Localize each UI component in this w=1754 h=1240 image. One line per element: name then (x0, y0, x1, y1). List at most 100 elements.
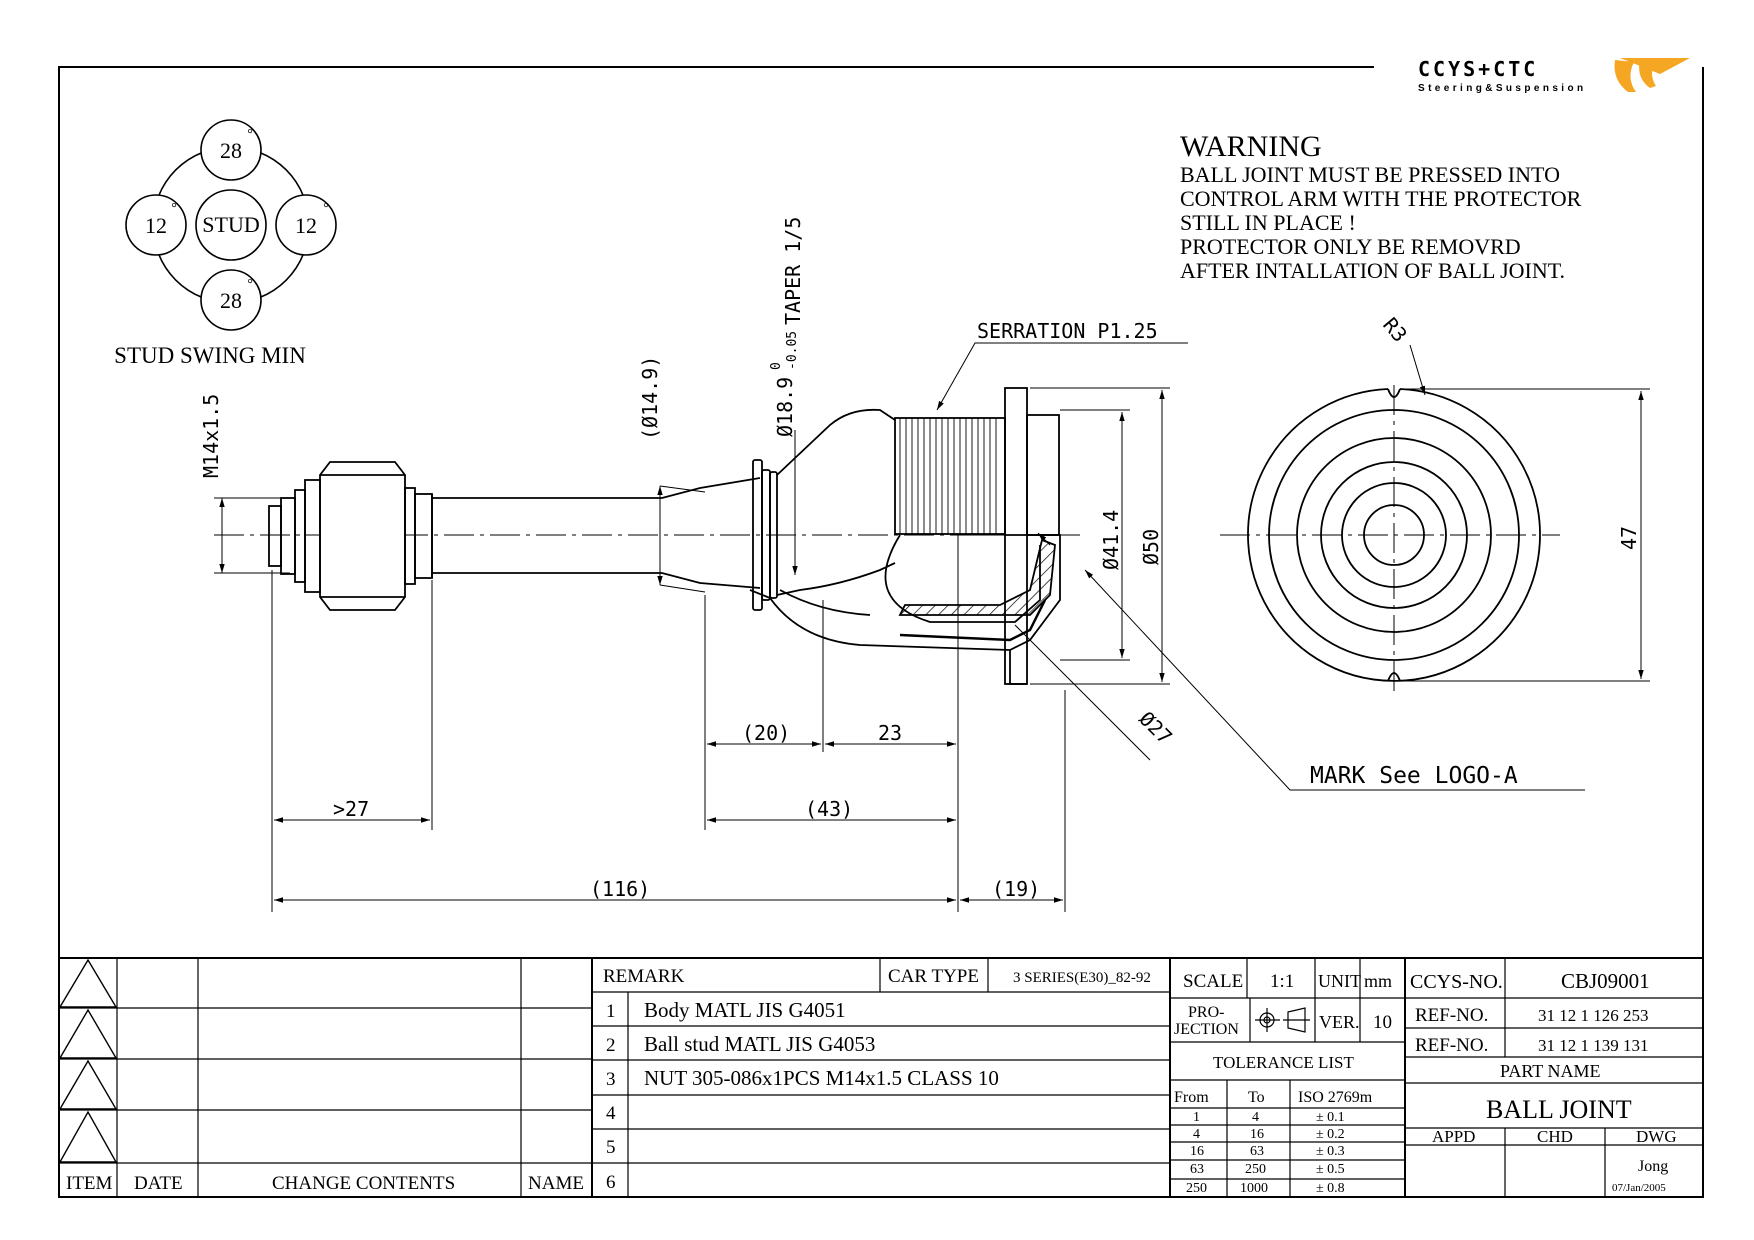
dim-47: 47 (1617, 526, 1641, 550)
swing-caption: STUD SWING MIN (114, 343, 306, 368)
warning-line-3: STILL IN PLACE ! (1180, 210, 1356, 235)
car-type-label: CAR TYPE (888, 966, 979, 987)
sheet-frame (58, 66, 1704, 1198)
rev-header-change: CHANGE CONTENTS (272, 1173, 455, 1194)
dim-116: (116) (590, 877, 650, 901)
remark-no-5: 5 (606, 1137, 616, 1158)
tol-header-iso: ISO 2769m (1298, 1089, 1373, 1106)
drawing-date: 07/Jan/2005 (1612, 1182, 1666, 1194)
dim-serration: SERRATION P1.25 (977, 319, 1158, 343)
dim-23: 23 (878, 721, 902, 745)
remark-label: REMARK (603, 966, 685, 987)
logo-mark-icon (1614, 58, 1690, 92)
rev-header-item: ITEM (66, 1173, 113, 1194)
title-block-text: ITEM DATE CHANGE CONTENTS NAME REMARK CA… (66, 966, 1677, 1196)
tol-from-5: 250 (1186, 1181, 1207, 1196)
dim-gt27: >27 (333, 797, 369, 821)
remark-no-4: 4 (606, 1103, 616, 1124)
part-name-label: PART NAME (1500, 1061, 1600, 1081)
tol-from-1: 1 (1193, 1110, 1200, 1125)
swing-left-angle: 12 (145, 213, 167, 238)
tol-to-4: 250 (1245, 1162, 1266, 1177)
swing-center-label: STUD (202, 212, 259, 237)
stud-swing-diagram (125, 119, 337, 331)
ccys-no-label: CCYS-NO. (1410, 971, 1503, 993)
tol-to-2: 16 (1250, 1127, 1264, 1142)
tol-header-to: To (1248, 1089, 1265, 1106)
scale-label: SCALE (1183, 971, 1243, 992)
unit-value: mm (1364, 971, 1392, 991)
projection-label-1: PRO- (1188, 1004, 1224, 1021)
tolerance-title: TOLERANCE LIST (1213, 1053, 1354, 1072)
dim-taper: TAPER 1/5 (781, 217, 805, 325)
projection-symbol-icon (1255, 1007, 1310, 1033)
remark-no-1: 1 (606, 1001, 616, 1022)
swing-bottom-angle: 28 (220, 288, 242, 313)
warning-title: WARNING (1180, 130, 1322, 163)
swing-right-degree: ° (323, 201, 329, 216)
tol-val-3: ± 0.3 (1316, 1144, 1345, 1159)
swing-right-angle: 12 (295, 213, 317, 238)
tol-val-4: ± 0.5 (1316, 1162, 1345, 1177)
ref-no-1-value: 31 12 1 126 253 (1538, 1006, 1649, 1025)
remark-text-2: Ball stud MATL JIS G4053 (644, 1032, 875, 1056)
dim-d41-4: Ø41.4 (1099, 510, 1123, 570)
ref-no-2-label: REF-NO. (1415, 1035, 1488, 1056)
warning-line-1: BALL JOINT MUST BE PRESSED INTO (1180, 162, 1560, 187)
scale-value: 1:1 (1270, 971, 1294, 992)
tol-val-2: ± 0.2 (1316, 1127, 1345, 1142)
dim-mark-logo: MARK See LOGO-A (1310, 763, 1518, 789)
ccys-no-value: CBJ09001 (1561, 969, 1650, 993)
ref-no-2-value: 31 12 1 139 131 (1538, 1036, 1649, 1055)
tol-to-3: 63 (1250, 1144, 1264, 1159)
dimension-labels: M14x1.5 (Ø14.9) Ø18.9 0 -0.05 TAPER 1/5 … (199, 217, 1641, 901)
ver-label: VER. (1319, 1012, 1360, 1032)
tol-header-from: From (1174, 1089, 1209, 1106)
ball-joint-side-view (214, 387, 1080, 685)
tol-from-3: 16 (1190, 1144, 1204, 1159)
ball-joint-front-view (1220, 385, 1560, 695)
remark-text-1: Body MATL JIS G4051 (644, 998, 846, 1022)
dwg-label: DWG (1636, 1127, 1677, 1146)
swing-top-angle: 28 (220, 138, 242, 163)
logo-brand: CCYS+CTC (1418, 57, 1538, 81)
rev-header-name: NAME (528, 1173, 584, 1194)
swing-top-degree: ° (247, 127, 253, 142)
tol-val-5: ± 0.8 (1316, 1181, 1345, 1196)
warning-line-5: AFTER INTALLATION OF BALL JOINT. (1180, 258, 1565, 283)
tol-from-4: 63 (1190, 1162, 1204, 1177)
tol-to-1: 4 (1252, 1110, 1259, 1125)
car-type-value: 3 SERIES(E30)_82-92 (1013, 970, 1151, 986)
dim-d14-9: (Ø14.9) (638, 356, 662, 440)
revision-triangles (58, 958, 118, 1163)
title-block-grid (59, 957, 1703, 1197)
warning-line-2: CONTROL ARM WITH THE PROTECTOR (1180, 186, 1582, 211)
dim-20: (20) (742, 721, 790, 745)
part-name-value: BALL JOINT (1486, 1095, 1632, 1124)
remark-no-6: 6 (606, 1172, 616, 1193)
swing-left-degree: ° (171, 201, 177, 216)
ref-no-1-label: REF-NO. (1415, 1005, 1488, 1026)
appd-label: APPD (1432, 1127, 1475, 1146)
dim-d18-9: Ø18.9 (773, 377, 797, 437)
remark-no-3: 3 (606, 1069, 616, 1090)
dim-d50: Ø50 (1139, 529, 1163, 565)
dim-d18-9-tol-lower: -0.05 (785, 331, 800, 370)
dimension-lines (214, 342, 1650, 912)
chd-label: CHD (1537, 1127, 1573, 1146)
brand-logo: CCYS+CTC Steering&Suspension (1418, 57, 1690, 94)
warning-note: WARNING BALL JOINT MUST BE PRESSED INTO … (1180, 130, 1582, 283)
tol-val-1: ± 0.1 (1316, 1110, 1345, 1125)
dim-d18-9-tol-upper: 0 (769, 362, 784, 370)
rev-header-date: DATE (134, 1173, 183, 1194)
remark-no-2: 2 (606, 1035, 616, 1056)
drawer-name: Jong (1638, 1158, 1668, 1175)
dim-m14-thread: M14x1.5 (199, 394, 223, 478)
logo-tagline: Steering&Suspension (1418, 83, 1587, 94)
unit-label: UNIT (1318, 971, 1361, 991)
dim-19: (19) (992, 877, 1040, 901)
projection-label-2: JECTION (1174, 1021, 1239, 1038)
dim-r3: R3 (1378, 313, 1412, 347)
warning-line-4: PROTECTOR ONLY BE REMOVRD (1180, 234, 1521, 259)
